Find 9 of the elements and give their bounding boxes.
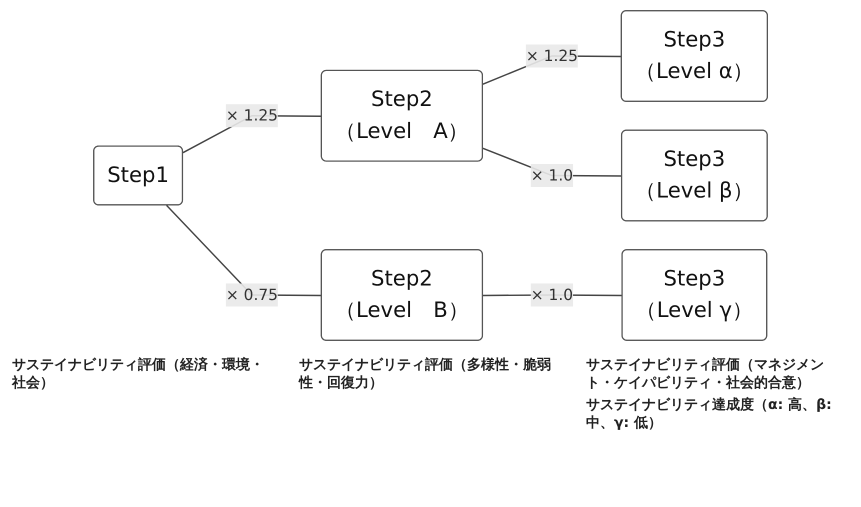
- caption-text: サステイナビリティ評価（マネジメント・ケイパビリティ・社会的合意）: [586, 356, 825, 392]
- caption-text: サステイナビリティ達成度（α: 高、β: 中、γ: 低）: [586, 396, 833, 432]
- edge-label: × 1.25: [226, 106, 278, 124]
- edge-label: × 1.0: [530, 284, 573, 304]
- edge-label: × 1.25: [526, 46, 578, 64]
- caption-text: サステイナビリティ評価（経済・環境・社会）: [12, 356, 265, 392]
- caption-text: サステイナビリティ評価（多様性・脆弱性・回復力）: [299, 356, 552, 392]
- edge-label: × 0.75: [226, 284, 278, 304]
- edge-label: × 1.0: [530, 165, 573, 184]
